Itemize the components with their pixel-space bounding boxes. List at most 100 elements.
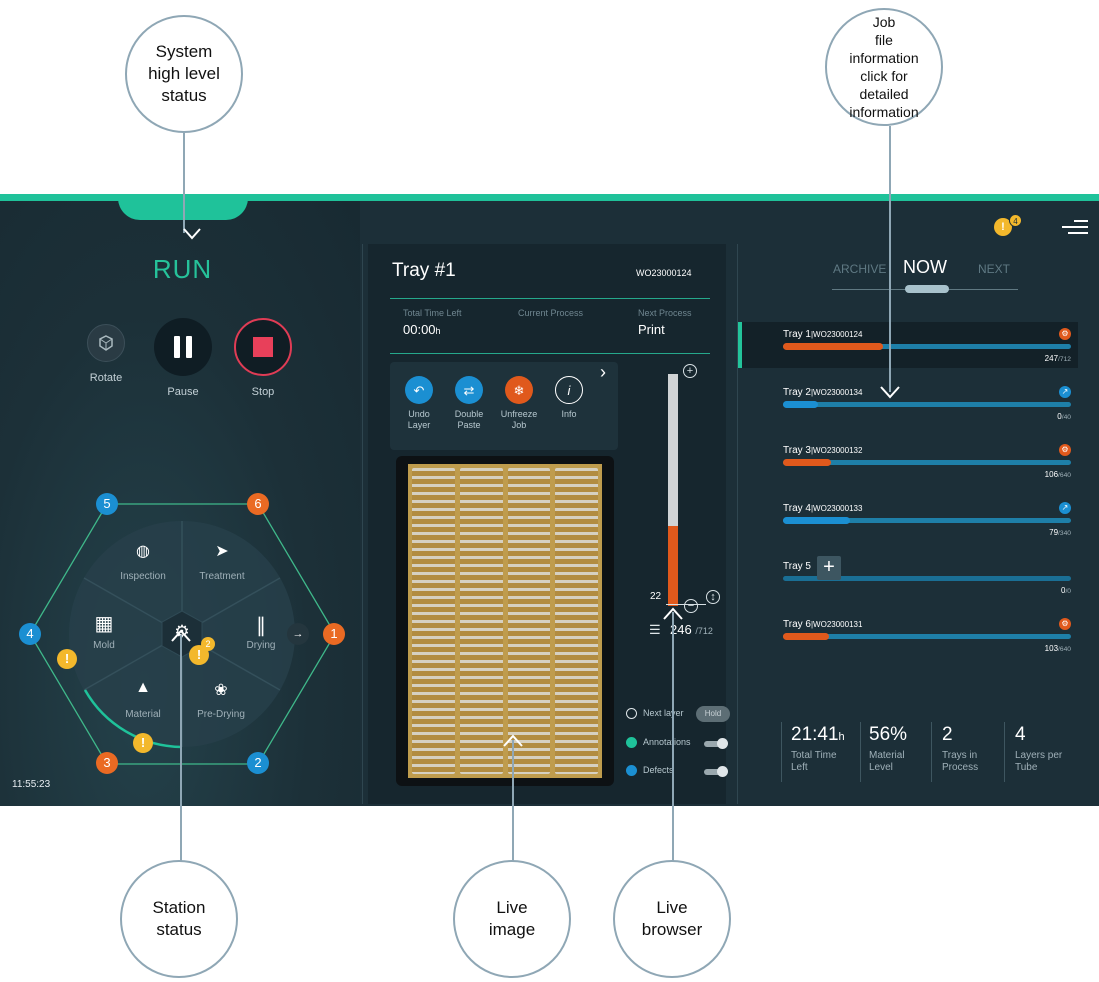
double-paste-button[interactable]: ⇄ Double Paste bbox=[444, 376, 494, 431]
shapes-icon: ▲ bbox=[135, 679, 151, 696]
job-progress-track bbox=[783, 576, 1071, 581]
total-time-left-value: 00:00h bbox=[403, 322, 441, 337]
info-button[interactable]: i Info bbox=[544, 376, 594, 420]
leader-system-status bbox=[183, 133, 185, 233]
station-label-inspection: Inspection bbox=[120, 571, 166, 582]
pause-icon bbox=[154, 318, 212, 376]
tab-archive[interactable]: ARCHIVE bbox=[833, 262, 887, 276]
stat-layers-per-tube: 4 Layers per Tube bbox=[1015, 724, 1063, 773]
next-process-label: Next Process bbox=[638, 308, 692, 318]
arrow-right-circle-icon: ➤ bbox=[215, 543, 229, 560]
snowflake-icon: ❄ bbox=[505, 376, 533, 404]
double-paste-icon: ⇄ bbox=[455, 376, 483, 404]
job-count: 79/340 bbox=[1049, 528, 1071, 537]
station-node-4[interactable]: 4 bbox=[19, 623, 41, 645]
job-progress-track bbox=[783, 402, 1071, 407]
station-node-3[interactable]: 3 bbox=[96, 752, 118, 774]
leader-live-browser bbox=[672, 612, 674, 862]
job-row-title[interactable]: Tray 1|WO23000124 bbox=[783, 329, 863, 340]
zoom-out-icon[interactable]: − bbox=[684, 599, 698, 613]
print-lane bbox=[555, 468, 598, 774]
job-row-title[interactable]: Tray 4|WO23000133 bbox=[783, 503, 863, 514]
stop-button[interactable]: Stop bbox=[233, 318, 293, 398]
arrow-right-icon: → bbox=[287, 623, 309, 645]
tab-now[interactable]: NOW bbox=[903, 257, 947, 277]
job-row-title[interactable]: Tray 5 bbox=[783, 561, 811, 572]
menu-icon[interactable] bbox=[1062, 218, 1090, 236]
pause-label: Pause bbox=[167, 386, 199, 398]
job-count: 247/712 bbox=[1044, 354, 1071, 363]
leader-station-status bbox=[180, 635, 182, 862]
arrow-head-job bbox=[880, 386, 900, 399]
station-node-1[interactable]: 1 bbox=[323, 623, 345, 645]
station-label-treatment: Treatment bbox=[199, 571, 245, 582]
station-label-pre-drying: Pre-Drying bbox=[197, 709, 245, 720]
stat-material-level: 56% Material Level bbox=[869, 724, 908, 773]
annotations-toggle[interactable] bbox=[704, 738, 728, 749]
job-progress-fill bbox=[783, 459, 831, 466]
job-progress-fill bbox=[783, 401, 818, 408]
trend-icon: ↗ bbox=[1059, 386, 1071, 398]
job-row-title[interactable]: Tray 2|WO23000134 bbox=[783, 387, 863, 398]
undo-layer-button[interactable]: ↶ Undo Layer bbox=[394, 376, 444, 431]
warning-mold-icon[interactable]: ! bbox=[57, 649, 77, 669]
job-count: 103/640 bbox=[1044, 644, 1071, 653]
callout-job-file: Job file information click for detailed … bbox=[825, 8, 943, 126]
camera-icon: ◍ bbox=[136, 543, 150, 560]
job-progress-track bbox=[783, 344, 1071, 349]
job-progress-fill bbox=[783, 343, 883, 350]
station-node-5[interactable]: 5 bbox=[96, 493, 118, 515]
callout-station-status: Station status bbox=[120, 860, 238, 978]
target-icon bbox=[626, 708, 637, 720]
tab-indicator bbox=[905, 285, 949, 293]
undo-icon: ↶ bbox=[405, 376, 433, 404]
live-image-view[interactable] bbox=[396, 456, 614, 786]
tray-panel: Tray #1 WO23000124 Total Time Left 00:00… bbox=[368, 244, 730, 804]
rotate-label: Rotate bbox=[89, 372, 123, 384]
info-icon: i bbox=[555, 376, 583, 404]
station-label-mold: Mold bbox=[93, 640, 115, 651]
notification-icon[interactable]: ! bbox=[994, 218, 1012, 236]
arrow-head-image bbox=[503, 734, 523, 747]
rotate-icon bbox=[87, 324, 125, 362]
unfreeze-job-button[interactable]: ❄ Unfreeze Job bbox=[494, 376, 544, 431]
annotations-option: Annotations bbox=[626, 737, 691, 749]
system-clock: 11:55:23 bbox=[12, 779, 51, 790]
callout-system-status: System high level status bbox=[125, 15, 243, 133]
callout-live-image: Live image bbox=[453, 860, 571, 978]
expand-chevron-icon[interactable]: › bbox=[600, 362, 606, 382]
leader-job-file bbox=[889, 126, 891, 392]
layer-browser-track[interactable] bbox=[668, 374, 678, 606]
process-icon: ⚙ bbox=[1059, 444, 1071, 456]
current-layer-number: 22 bbox=[650, 591, 662, 602]
warning-count-badge: 2 bbox=[201, 637, 215, 651]
job-row-title[interactable]: Tray 6|WO23000131 bbox=[783, 619, 863, 630]
stat-trays-in-process: 2 Trays in Process bbox=[942, 724, 979, 773]
station-node-2[interactable]: 2 bbox=[247, 752, 269, 774]
warning-material-icon[interactable]: ! bbox=[133, 733, 153, 753]
zoom-in-icon[interactable]: + bbox=[683, 364, 697, 378]
next-layer-option: Next layer bbox=[626, 708, 684, 720]
station-status-wheel: ◍ Inspection ➤ Treatment ∥ Drying ❀ Pre-… bbox=[15, 489, 355, 779]
leader-live-image bbox=[512, 740, 514, 862]
scrub-icon[interactable]: ↕ bbox=[706, 590, 720, 604]
tray-work-order: WO23000124 bbox=[636, 268, 692, 278]
tab-next[interactable]: NEXT bbox=[978, 262, 1011, 276]
system-status-label: RUN bbox=[152, 254, 213, 284]
stop-icon bbox=[234, 318, 292, 376]
job-count: 0/40 bbox=[1057, 412, 1071, 421]
hold-button[interactable]: Hold bbox=[696, 706, 730, 722]
job-progress-track bbox=[783, 634, 1071, 639]
add-job-button[interactable]: + bbox=[817, 556, 841, 580]
station-node-6[interactable]: 6 bbox=[247, 493, 269, 515]
total-time-left-label: Total Time Left bbox=[403, 308, 462, 318]
stat-total-time-left: 21:41h Total Time Left bbox=[791, 724, 845, 773]
rotate-button[interactable]: Rotate bbox=[80, 324, 132, 384]
current-process-label: Current Process bbox=[518, 308, 584, 318]
callout-live-browser: Live browser bbox=[613, 860, 731, 978]
pause-button[interactable]: Pause bbox=[153, 318, 213, 398]
job-row-title[interactable]: Tray 3|WO23000132 bbox=[783, 445, 863, 456]
tool-palette: ↶ Undo Layer ⇄ Double Paste ❄ Unfreeze J… bbox=[390, 362, 618, 450]
defects-icon bbox=[626, 765, 637, 777]
defects-toggle[interactable] bbox=[704, 766, 728, 777]
